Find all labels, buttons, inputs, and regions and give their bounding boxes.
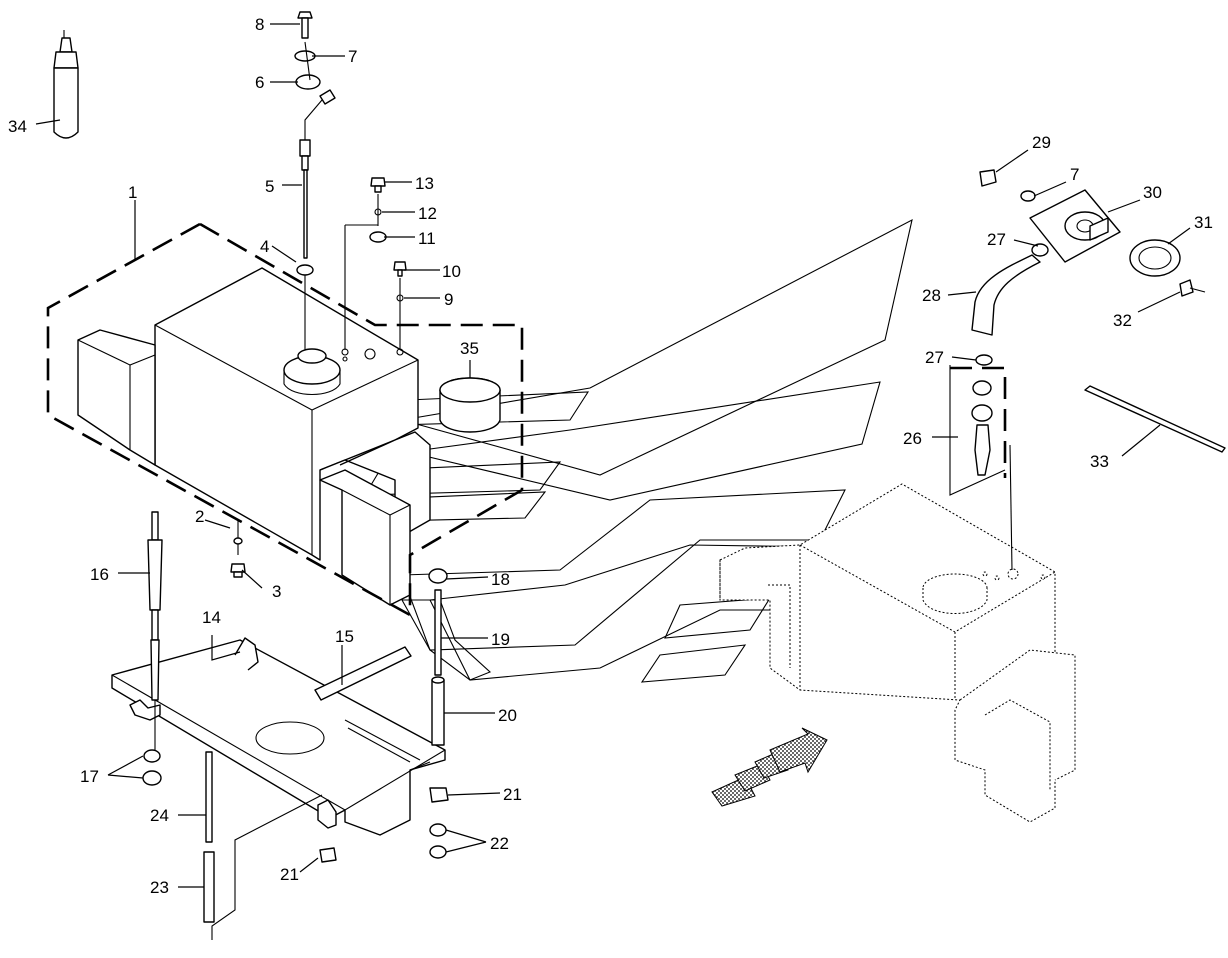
ghost-fuel-tank	[719, 483, 1076, 823]
callout-12: 12	[418, 204, 437, 223]
callout-29: 29	[1032, 133, 1051, 152]
callout-1: 1	[128, 183, 137, 202]
callout-9: 9	[444, 290, 453, 309]
pad-21	[319, 847, 337, 863]
callout-labels: 1 2 3 4 5 6 7 7 8 9 10 11 12 13 14 15 16…	[8, 15, 1213, 897]
callout-2: 2	[195, 507, 204, 526]
callout-4: 4	[260, 237, 269, 256]
callout-26: 26	[903, 429, 922, 448]
callout-35: 35	[460, 339, 479, 358]
kit-outline-1	[46, 222, 524, 618]
cable-tie	[1084, 385, 1226, 453]
callout-17: 17	[80, 767, 99, 786]
callout-7-right: 7	[1070, 165, 1079, 184]
drain-plug	[230, 520, 246, 578]
callout-11: 11	[418, 229, 436, 248]
callout-21-lower: 21	[280, 865, 299, 884]
callout-27-mid: 27	[925, 348, 944, 367]
callout-14: 14	[202, 608, 221, 627]
callout-31: 31	[1194, 213, 1213, 232]
callout-5: 5	[265, 177, 274, 196]
callout-27-top: 27	[987, 230, 1006, 249]
studs-23-24	[203, 751, 323, 940]
rubber-strip	[314, 646, 412, 701]
callout-30: 30	[1143, 183, 1162, 202]
callout-21-right: 21	[503, 785, 522, 804]
callout-19: 19	[491, 630, 510, 649]
filler-neck-assembly	[949, 169, 1206, 571]
callout-18: 18	[491, 570, 510, 589]
callout-16: 16	[90, 565, 109, 584]
callout-33: 33	[1090, 452, 1109, 471]
sealant-tube	[53, 30, 79, 139]
callout-28: 28	[922, 286, 941, 305]
filler-cap-35	[439, 377, 501, 433]
tie-strap	[147, 511, 163, 760]
callout-24: 24	[150, 806, 169, 825]
callout-20: 20	[498, 706, 517, 725]
stud-assembly	[428, 568, 449, 859]
callout-6: 6	[255, 73, 264, 92]
callout-3: 3	[272, 582, 281, 601]
callout-15: 15	[335, 627, 354, 646]
sender-unit	[294, 11, 336, 350]
fuel-tank	[77, 267, 431, 606]
callout-7-top: 7	[348, 47, 357, 66]
leader-lines	[35, 23, 1191, 888]
callout-23: 23	[150, 878, 169, 897]
callout-34: 34	[8, 117, 27, 136]
nuts-17	[142, 749, 162, 786]
callout-32: 32	[1113, 311, 1132, 330]
callout-8: 8	[255, 15, 264, 34]
mounting-bracket	[111, 637, 446, 836]
direction-arrow-icon	[711, 727, 828, 807]
callout-10: 10	[442, 262, 461, 281]
callout-22: 22	[490, 834, 509, 853]
callout-13: 13	[415, 174, 434, 193]
fasteners-9-13	[344, 177, 407, 350]
